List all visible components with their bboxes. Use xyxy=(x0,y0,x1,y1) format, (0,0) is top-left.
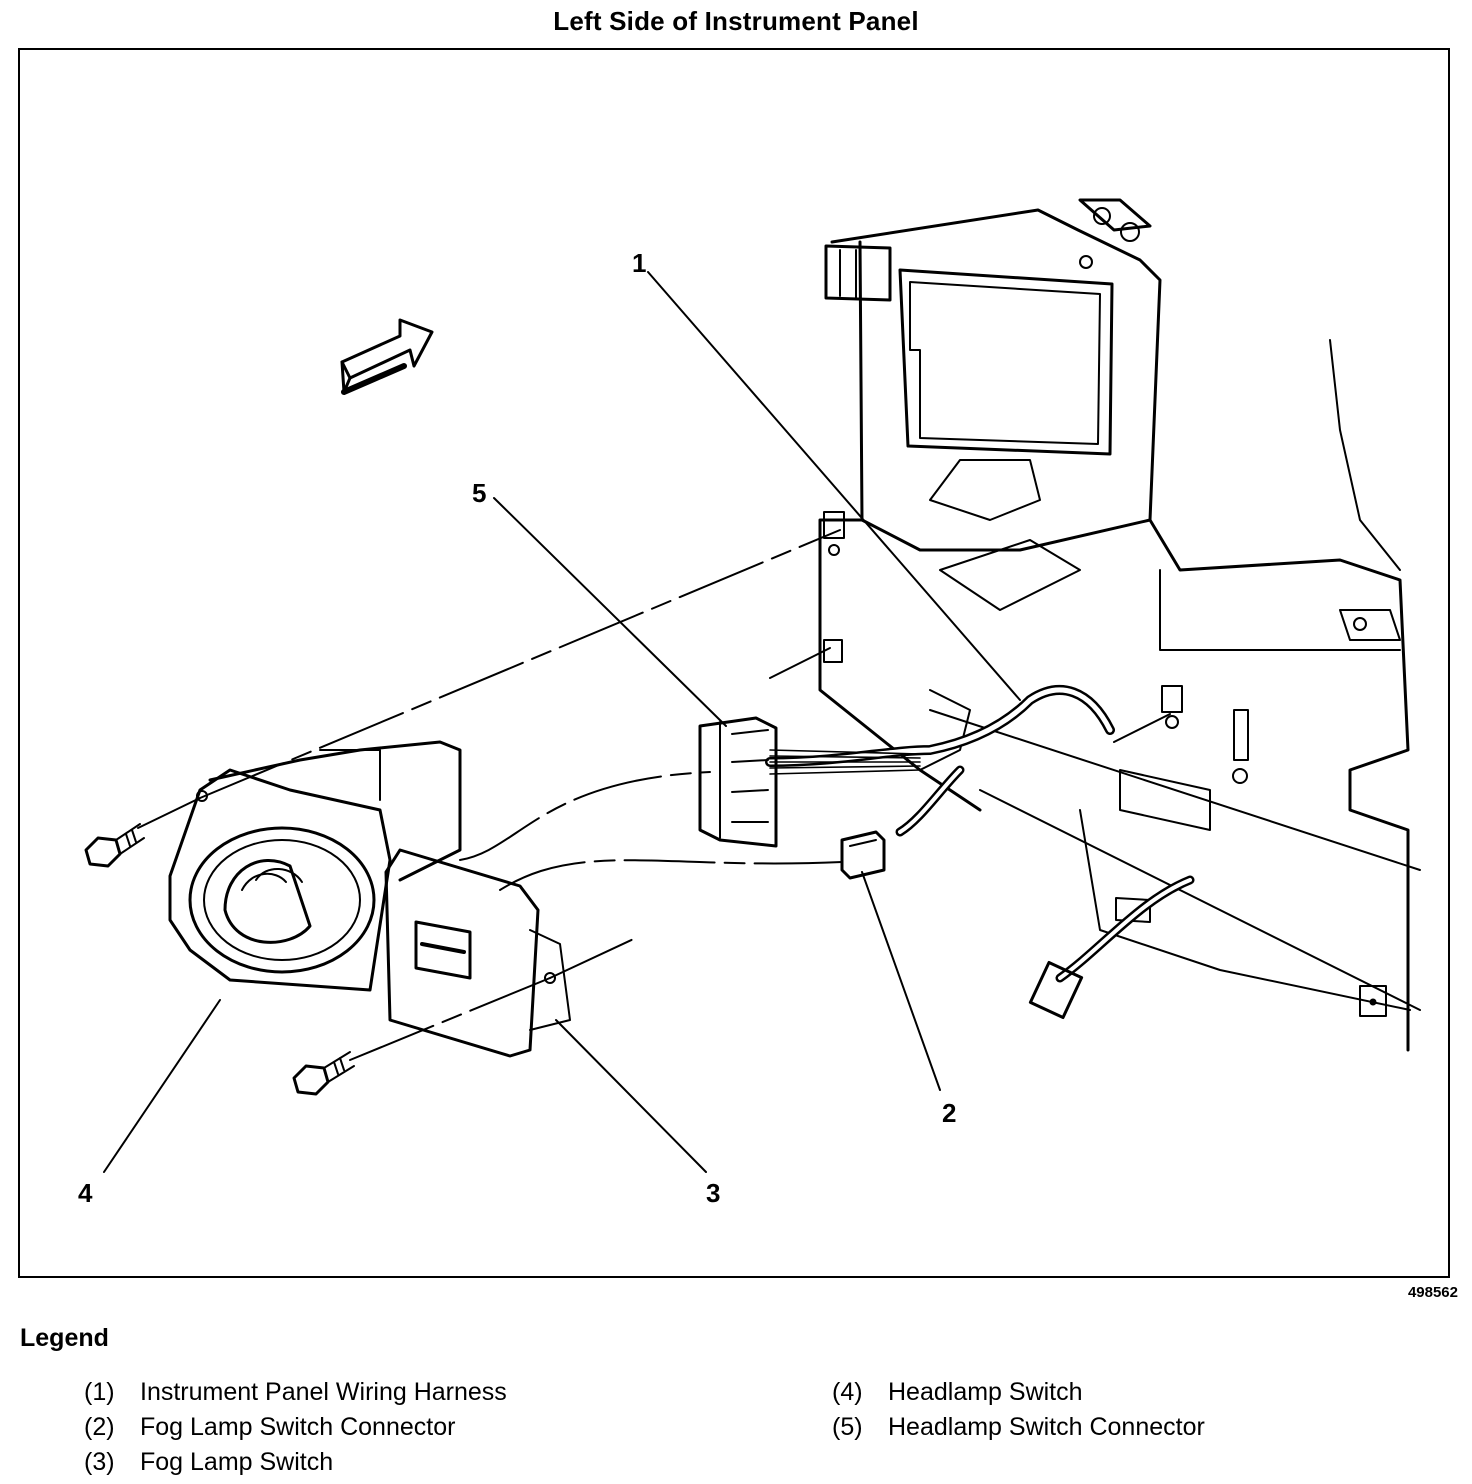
legend-item: (3) Fog Lamp Switch xyxy=(84,1448,333,1477)
legend-item-number: (2) xyxy=(84,1413,115,1441)
fog-lamp-switch-connector xyxy=(840,830,886,880)
alignment-lines xyxy=(137,529,1171,1061)
callout-3: 3 xyxy=(706,1178,720,1208)
headlamp-switch-connector xyxy=(698,716,778,848)
legend-item: (4) Headlamp Switch xyxy=(832,1378,1083,1407)
fog-lamp-switch xyxy=(384,848,571,1058)
exploded-view-illustration: 1 2 3 4 5 xyxy=(78,198,1421,1208)
legend-item-label: Headlamp Switch xyxy=(888,1378,1083,1406)
legend-item-label: Instrument Panel Wiring Harness xyxy=(140,1378,507,1406)
headlamp-switch xyxy=(168,740,462,992)
legend-item-number: (1) xyxy=(84,1378,115,1406)
screw-upper xyxy=(84,823,145,868)
callout-leader-lines xyxy=(103,271,1021,1173)
forward-direction-arrow xyxy=(340,318,434,395)
legend-item-number: (5) xyxy=(832,1413,863,1441)
legend-item-label: Headlamp Switch Connector xyxy=(888,1413,1205,1441)
instrument-panel-carrier xyxy=(818,198,1421,1052)
figure-id: 498562 xyxy=(1407,1284,1458,1301)
legend-item: (5) Headlamp Switch Connector xyxy=(832,1413,1205,1442)
legend-item: (2) Fog Lamp Switch Connector xyxy=(84,1413,455,1442)
legend-item-label: Fog Lamp Switch xyxy=(140,1448,334,1476)
diagram-title: Left Side of Instrument Panel xyxy=(553,6,919,36)
legend-item-number: (4) xyxy=(832,1378,863,1406)
callout-2: 2 xyxy=(942,1098,956,1128)
screw-lower xyxy=(292,1051,355,1096)
diagram-frame: 1 2 3 4 5 xyxy=(18,48,1450,1278)
legend-item: (1) Instrument Panel Wiring Harness xyxy=(84,1378,507,1407)
callout-1: 1 xyxy=(632,248,646,278)
instrument-panel-wiring-harness xyxy=(765,685,1195,1020)
callout-5: 5 xyxy=(472,478,486,508)
legend-heading: Legend xyxy=(20,1324,109,1352)
callout-4: 4 xyxy=(78,1178,93,1208)
legend-item-label: Fog Lamp Switch Connector xyxy=(140,1413,456,1441)
legend-item-number: (3) xyxy=(84,1448,115,1476)
